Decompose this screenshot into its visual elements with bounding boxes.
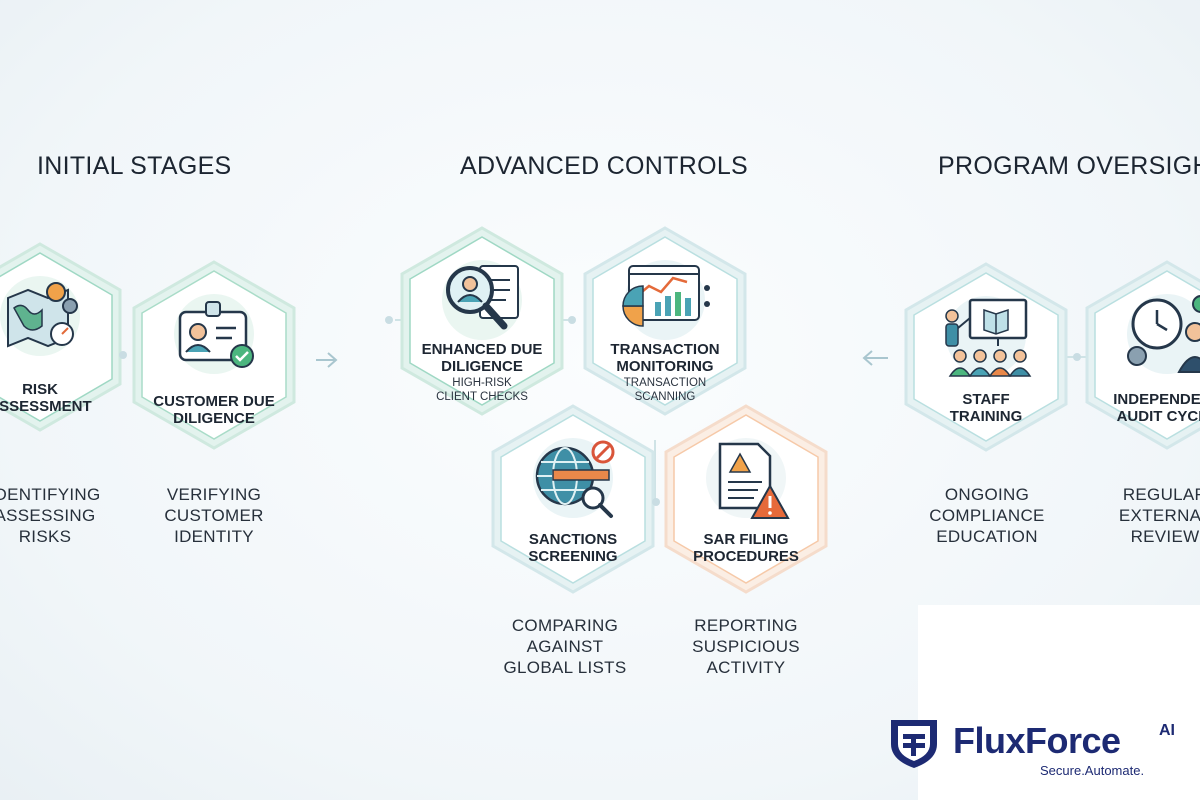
connector-dot	[1073, 353, 1081, 361]
node-title: INDEPENDENT AUDIT CYCLE	[1113, 391, 1200, 425]
node-sar-filing: SAR FILING PROCEDURES	[662, 402, 830, 596]
id-badge-icon	[174, 294, 254, 374]
node-subtitle: HIGH-RISK CLIENT CHECKS	[436, 377, 528, 403]
shield-logo-icon	[891, 720, 937, 768]
magnifier-document-icon	[442, 260, 522, 340]
node-description-risk-assessment: IDENTIFYING ASSESSING RISKS	[0, 485, 101, 546]
logo-wordmark: FluxForce	[953, 720, 1121, 761]
arrow-left-icon	[862, 350, 888, 366]
warning-document-icon	[706, 438, 790, 519]
connector-dot	[119, 351, 127, 359]
node-subtitle: TRANSACTION SCANNING	[623, 377, 707, 403]
section-title-advanced: ADVANCED CONTROLS	[460, 152, 749, 180]
section-title-oversight: PROGRAM OVERSIGHT	[938, 152, 1200, 180]
node-description-customer-due-diligence: VERIFYING CUSTOMER IDENTITY	[164, 485, 264, 546]
node-title: SAR FILING PROCEDURES	[693, 531, 799, 565]
node-enhanced-due-diligence: ENHANCED DUE DILIGENCE HIGH-RISK CLIENT …	[398, 224, 566, 418]
node-staff-training: STAFF TRAINING	[902, 260, 1070, 454]
node-title: RISK ASSESSMENT	[0, 381, 92, 415]
node-independent-audit: INDEPENDENT AUDIT CYCLE	[1083, 258, 1200, 452]
section-title-initial: INITIAL STAGES	[37, 152, 232, 180]
logo-tagline: Secure.Automate.	[1040, 763, 1145, 778]
node-description-sanctions-screening: COMPARING AGAINST GLOBAL LISTS	[503, 616, 627, 677]
node-title: ENHANCED DUE DILIGENCE	[421, 341, 543, 375]
connector-dot	[385, 316, 393, 324]
clock-auditor-icon	[1127, 294, 1200, 374]
logo-background	[918, 605, 1200, 800]
node-title: STAFF TRAINING	[949, 391, 1023, 425]
globe-barrier-icon	[533, 438, 615, 518]
arrow-right-icon	[316, 352, 338, 368]
logo-superscript: AI	[1159, 722, 1175, 739]
presentation-icon	[945, 296, 1032, 377]
node-title: TRANSACTION MONITORING	[610, 341, 720, 375]
node-customer-due-diligence: CUSTOMER DUE DILIGENCE	[130, 258, 298, 452]
node-description-staff-training: ONGOING COMPLIANCE EDUCATION	[929, 485, 1045, 546]
node-title: CUSTOMER DUE DILIGENCE	[153, 393, 275, 427]
node-risk-assessment: RISK ASSESSMENT	[0, 240, 124, 434]
connector-dot	[652, 498, 660, 506]
node-transaction-monitoring: TRANSACTION MONITORING TRANSACTION SCANN…	[581, 224, 749, 418]
node-description-sar-filing: REPORTING SUSPICIOUS ACTIVITY	[692, 616, 800, 677]
connector-dot	[568, 316, 576, 324]
node-sanctions-screening: SANCTIONS SCREENING	[489, 402, 657, 596]
node-title: SANCTIONS SCREENING	[528, 531, 618, 565]
dashboard-chart-icon	[622, 260, 710, 340]
map-gauge-icon	[0, 276, 80, 356]
node-description-independent-audit: REGULAR EXTERNAL REVIEW	[1118, 485, 1200, 546]
